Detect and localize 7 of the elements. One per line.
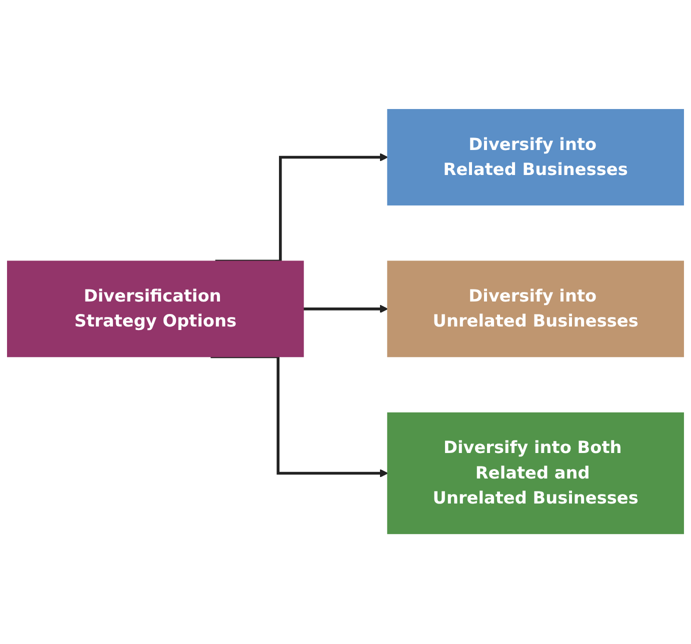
node-box: Diversify into Unrelated Businesses [387, 261, 684, 358]
node-box: Diversify into Both Related and Unrelated Businesses [387, 412, 684, 535]
arrow [215, 154, 388, 264]
arrow [210, 356, 388, 478]
node-box: Diversify into Related Businesses [387, 109, 684, 206]
node-box: Diversification Strategy Options [7, 261, 304, 358]
arrow [303, 305, 388, 314]
